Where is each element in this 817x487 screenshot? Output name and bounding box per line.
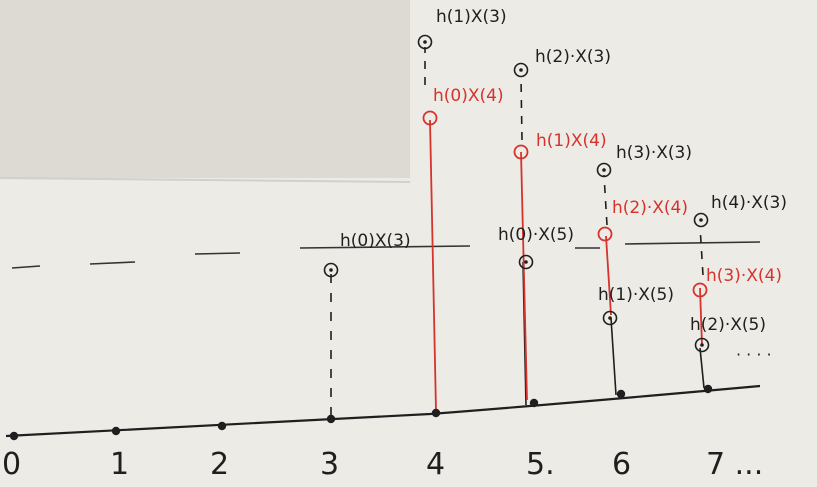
axis-tick-2 xyxy=(217,421,227,431)
axis-tick-label-7: 7 ... xyxy=(706,447,763,482)
black-term-marker-6 xyxy=(694,337,710,353)
black-term-marker-0 xyxy=(323,262,339,278)
black-term-dot-3 xyxy=(519,68,523,72)
black-term-marker-3 xyxy=(513,62,529,78)
red-term-marker-1 xyxy=(513,144,529,160)
sticky-note xyxy=(0,0,410,178)
axis-tick-label-4: 4 xyxy=(426,447,445,482)
black-term-dot-1 xyxy=(423,40,427,44)
axis-tick-4 xyxy=(431,408,441,418)
axis-tick-label-6: 6 xyxy=(612,447,631,482)
axis-tick-0 xyxy=(9,431,19,441)
black-term-label-7: h(4)·X(3) xyxy=(711,193,787,213)
dashed-guide-left xyxy=(11,241,761,269)
red-term-label-3: h(3)·X(4) xyxy=(706,266,782,286)
red-term-label-0: h(0)X(4) xyxy=(433,86,504,106)
axis-tick-6 xyxy=(616,389,626,399)
black-term-label-0: h(0)X(3) xyxy=(340,231,411,251)
axis-tick-label-5: 5. xyxy=(526,447,555,482)
time-axis xyxy=(5,384,761,438)
black-term-label-6: h(2)·X(5) xyxy=(690,315,766,335)
axis-tick-1 xyxy=(111,426,121,436)
black-term-dot-7 xyxy=(699,218,703,222)
black-term-marker-2 xyxy=(518,254,534,270)
axis-tick-label-2: 2 xyxy=(210,447,229,482)
black-term-label-2: h(0)·X(5) xyxy=(498,225,574,245)
black-term-label-1: h(1)X(3) xyxy=(436,7,507,27)
black-term-marker-5 xyxy=(596,162,612,178)
ellipsis-dots: · · · · xyxy=(736,345,772,364)
black-term-marker-4 xyxy=(602,310,618,326)
black-term-dot-5 xyxy=(602,168,606,172)
black-term-dot-0 xyxy=(329,268,333,272)
black-term-marker-1 xyxy=(417,34,433,50)
black-term-dot-2 xyxy=(524,260,528,264)
axis-tick-label-1: 1 xyxy=(110,447,129,482)
black-term-marker-7 xyxy=(693,212,709,228)
axis-tick-label-3: 3 xyxy=(320,447,339,482)
axis-tick-3 xyxy=(326,414,336,424)
axis-tick-label-0: 0 xyxy=(2,447,21,482)
red-term-marker-0 xyxy=(422,110,438,126)
sticky-note-edge xyxy=(0,177,411,183)
red-term-marker-3 xyxy=(692,282,708,298)
red-term-label-1: h(1)X(4) xyxy=(536,131,607,151)
red-term-label-2: h(2)·X(4) xyxy=(612,198,688,218)
axis-tick-5 xyxy=(529,398,539,408)
black-term-label-5: h(3)·X(3) xyxy=(616,143,692,163)
black-term-dot-4 xyxy=(608,316,612,320)
black-term-label-4: h(1)·X(5) xyxy=(598,285,674,305)
red-stems xyxy=(429,119,703,412)
axis-tick-7 xyxy=(703,384,713,394)
black-term-label-3: h(2)·X(3) xyxy=(535,47,611,67)
red-term-marker-2 xyxy=(597,226,613,242)
black-term-dot-6 xyxy=(700,343,704,347)
